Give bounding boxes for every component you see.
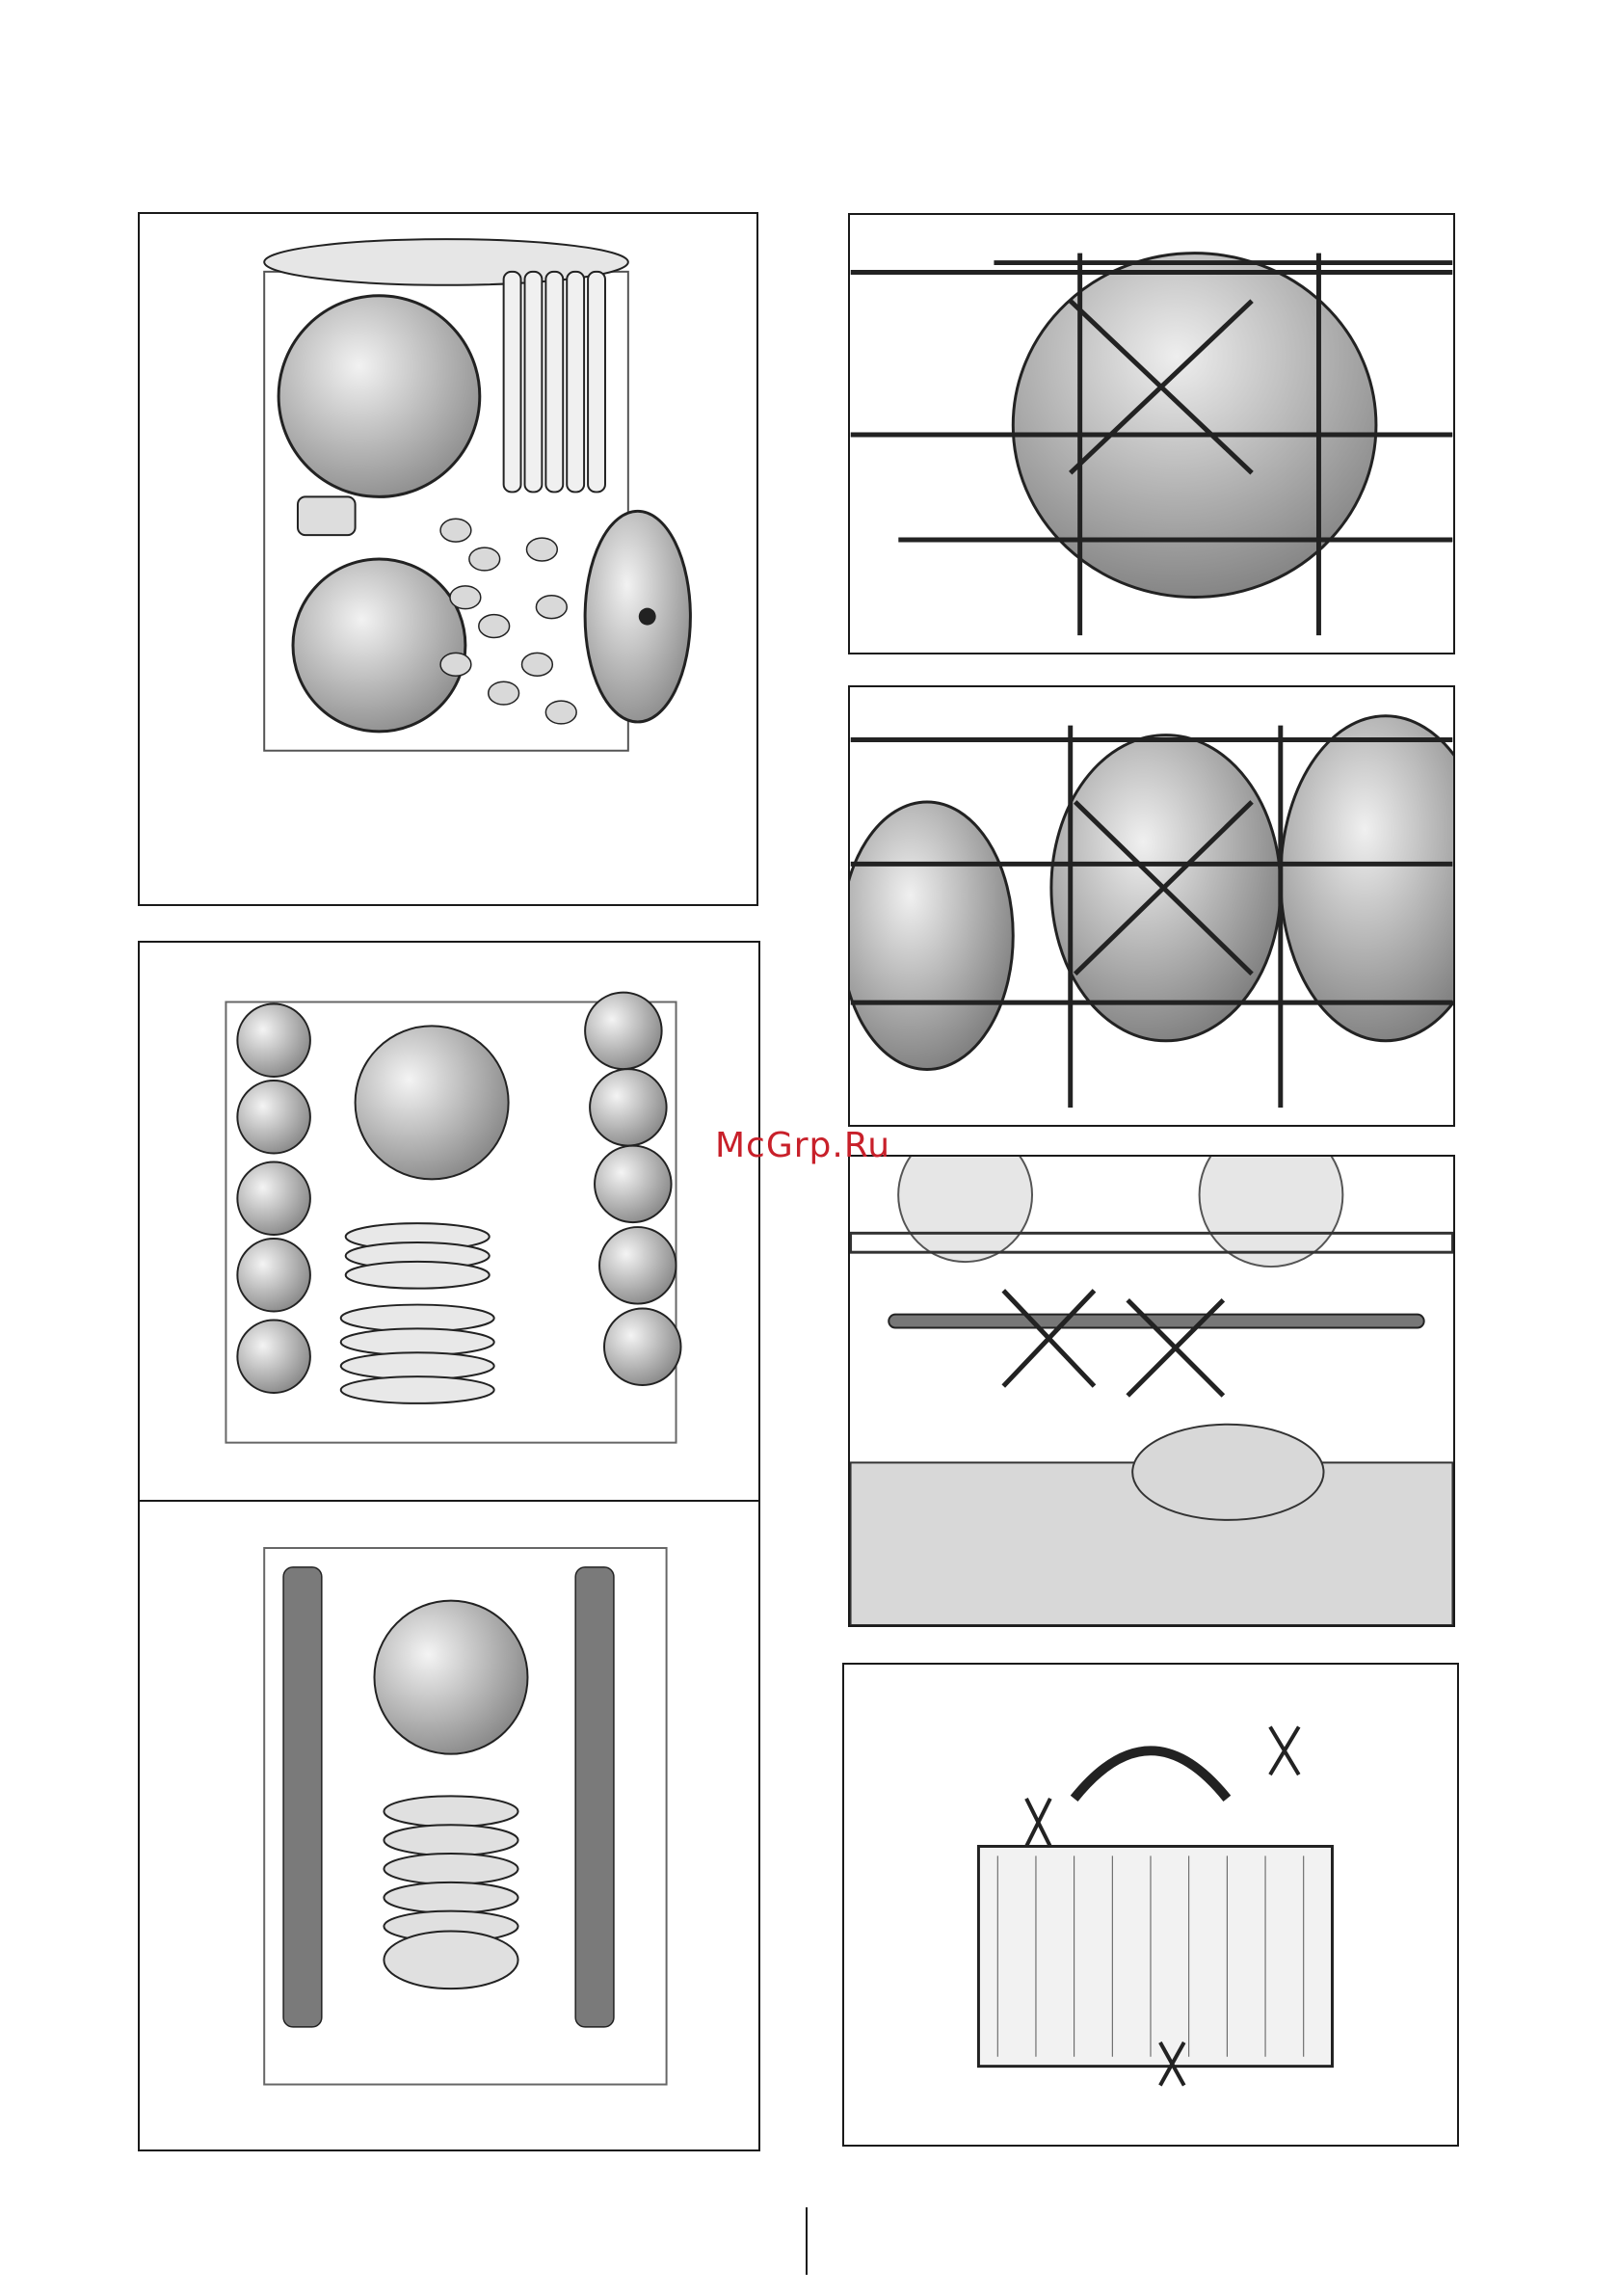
page-center-rule [806,2207,808,2275]
spray-arm-drawing [850,1157,1453,1625]
illustration-cutlery-basket [842,1663,1459,2147]
upper-rack-drawing [140,943,758,2149]
bowls-rack-drawing [850,687,1453,1125]
rack-drawing [140,214,756,904]
illustration-cups-bowls-racks [138,941,760,2151]
illustration-spray-arm-blocked [848,1155,1455,1627]
x-mark [1026,1799,1050,1847]
illustration-incorrect-bowls-placement [848,685,1455,1127]
bowl-rack-drawing [850,215,1453,653]
watermark: McGrp.Ru [715,1126,890,1165]
illustration-pots-plates-rack [138,212,758,906]
cutlery-basket-drawing [844,1665,1457,2145]
x-mark [1003,1291,1094,1386]
x-mark [1270,1726,1299,1775]
illustration-incorrect-bowl-placement [848,213,1455,654]
